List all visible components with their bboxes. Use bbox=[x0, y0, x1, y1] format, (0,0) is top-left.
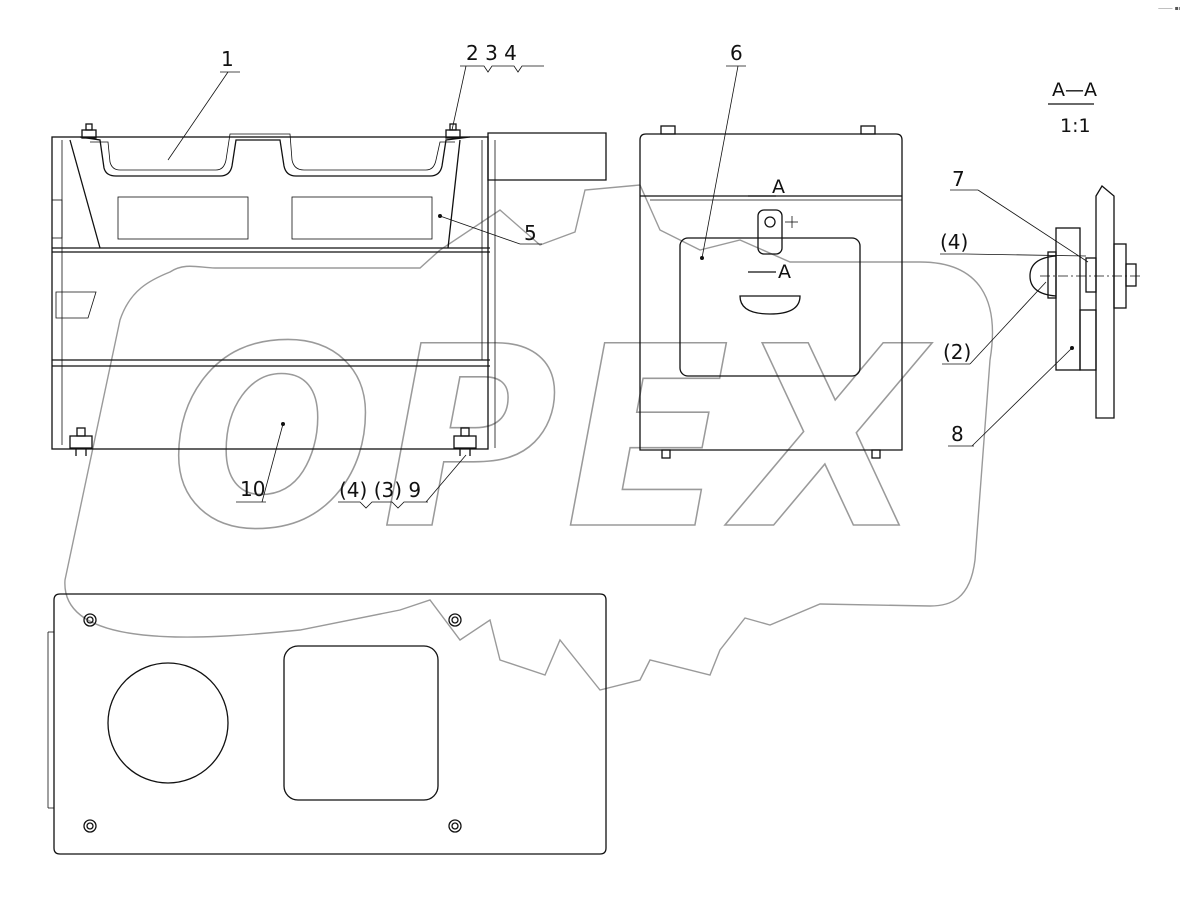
callout-10: 10 bbox=[240, 477, 265, 501]
side-handle bbox=[739, 295, 801, 315]
section-mark-bottom: A bbox=[778, 261, 791, 283]
plate-mount-holes bbox=[83, 613, 462, 833]
plate-round-hole bbox=[107, 662, 229, 784]
plate-outline bbox=[53, 593, 607, 855]
callout-1: 1 bbox=[221, 47, 234, 71]
side-body-outline bbox=[639, 133, 903, 451]
section-a-a: A—A 1:1 7 (4) (2) 8 bbox=[940, 79, 1140, 447]
callout-2-3-4: 2 3 4 bbox=[466, 41, 517, 65]
side-latch-body bbox=[757, 209, 783, 255]
watermark-gear-outline bbox=[64, 184, 994, 691]
bottom-bolt-left bbox=[69, 427, 93, 456]
section-title: A—A bbox=[1052, 79, 1097, 101]
cover-profile bbox=[79, 136, 471, 177]
plate-square-opening bbox=[283, 645, 439, 801]
section-bracket bbox=[1055, 227, 1081, 371]
side-bracket bbox=[487, 132, 607, 181]
section-scale: 1:1 bbox=[1060, 115, 1091, 137]
callout-4-3-9: (4) (3) 9 bbox=[339, 478, 421, 502]
front-view-box bbox=[51, 123, 607, 456]
top-bolt-left bbox=[81, 123, 97, 139]
front-view-callouts: 1 2 3 4 5 10 (4) (3) 9 bbox=[167, 41, 544, 509]
frame-cutout-right bbox=[291, 196, 433, 240]
callout-2-ref: (2) bbox=[943, 340, 971, 364]
callout-6: 6 bbox=[730, 41, 743, 65]
callout-7: 7 bbox=[952, 167, 965, 191]
frame-cutout-left bbox=[117, 196, 249, 240]
opex-watermark: OPEX bbox=[64, 184, 994, 691]
side-window bbox=[679, 237, 861, 377]
side-latch bbox=[55, 291, 97, 319]
callout-5: 5 bbox=[524, 221, 537, 245]
top-view-plate bbox=[47, 593, 607, 855]
box-body-outline bbox=[51, 136, 489, 450]
callout-8: 8 bbox=[951, 422, 964, 446]
side-view-box: A A 6 bbox=[639, 41, 903, 459]
watermark-letters: OPEX bbox=[169, 292, 932, 585]
section-latch-head bbox=[1029, 255, 1057, 297]
section-plate bbox=[1095, 185, 1115, 419]
bottom-bolt-right bbox=[453, 427, 477, 456]
watermark-text: OPEX bbox=[170, 293, 932, 584]
corner-mark: ⸻ ▪▪▪ bbox=[1158, 5, 1180, 12]
callout-4-ref: (4) bbox=[940, 230, 968, 254]
section-mark-top: A bbox=[772, 176, 785, 198]
